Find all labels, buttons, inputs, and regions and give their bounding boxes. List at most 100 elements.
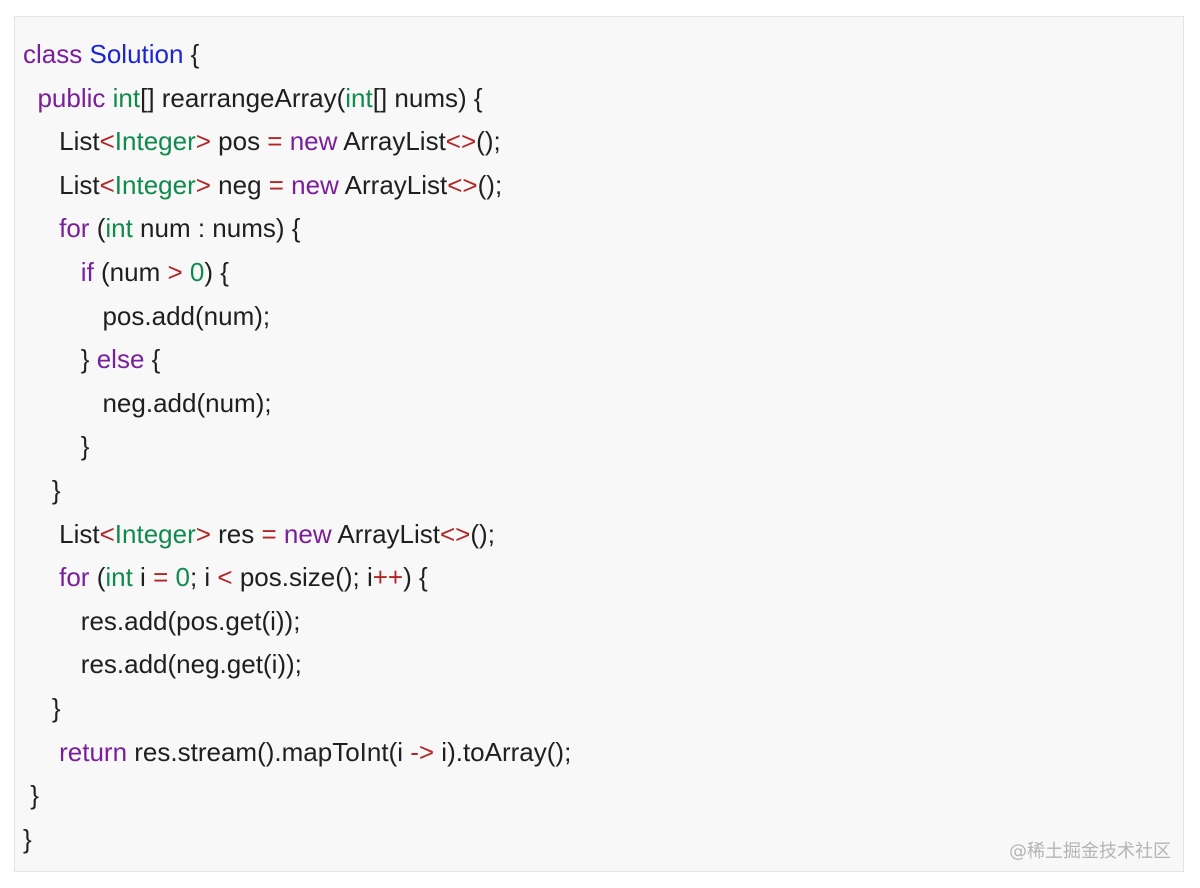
code-token: res.add(pos.get(i)); <box>80 605 301 636</box>
code-token: i).toArray(); <box>434 736 572 767</box>
code-token: neg.add(num); <box>102 387 272 418</box>
code-indent <box>23 649 81 679</box>
code-token: new <box>283 518 332 549</box>
code-token: res <box>210 518 262 549</box>
code-token: { <box>183 39 200 69</box>
code-token: = <box>267 126 283 157</box>
code-token: (); <box>476 126 501 157</box>
code-token: <> <box>440 518 471 549</box>
code-token: > <box>167 257 183 287</box>
code-token: < <box>99 518 115 549</box>
code-token: } <box>80 431 90 462</box>
code-token: i <box>132 562 154 593</box>
code-token: class <box>23 39 83 69</box>
code-line: List<Integer> res = new ArrayList<>(); <box>23 517 495 551</box>
code-token <box>282 126 289 156</box>
code-token: ++ <box>372 562 404 593</box>
code-indent <box>23 693 52 723</box>
code-indent <box>23 344 81 374</box>
code-token: { <box>144 344 161 375</box>
code-token: ArrayList <box>337 126 446 157</box>
code-token: if <box>80 257 94 287</box>
code-token: } <box>30 780 39 811</box>
code-token: int <box>112 82 141 113</box>
code-line: for (int num : nums) { <box>23 211 300 245</box>
code-token: > <box>195 169 211 200</box>
code-line: List<Integer> pos = new ArrayList<>(); <box>23 124 501 158</box>
code-token: num : nums) { <box>132 213 301 244</box>
code-line: } <box>23 778 39 812</box>
code-token: < <box>99 169 115 200</box>
code-token: = <box>268 169 284 200</box>
code-token: for <box>59 213 90 244</box>
code-indent <box>23 519 59 549</box>
code-token: 0 <box>189 257 205 287</box>
code-indent <box>23 475 52 505</box>
code-indent <box>23 126 59 156</box>
code-line: for (int i = 0; i < pos.size(); i++) { <box>23 560 428 594</box>
code-token: } <box>51 693 61 723</box>
code-line: return res.stream().mapToInt(i -> i).toA… <box>23 735 571 769</box>
code-token: List <box>59 126 100 157</box>
code-indent <box>23 562 59 592</box>
code-token <box>183 257 190 287</box>
code-token: } <box>51 475 61 505</box>
code-line: res.add(neg.get(i)); <box>23 647 302 681</box>
code-token: pos.add(num); <box>102 300 271 331</box>
code-token: int <box>105 562 133 593</box>
code-token: > <box>195 126 211 157</box>
code-token: new <box>291 169 339 200</box>
code-indent <box>23 431 81 461</box>
code-line: if (num > 0) { <box>23 255 229 289</box>
code-token: ) { <box>204 257 229 287</box>
code-token: ( <box>89 213 106 244</box>
code-token: ( <box>89 562 106 593</box>
code-token: 0 <box>175 562 190 593</box>
code-token: Solution <box>89 39 184 69</box>
code-token: [] nums) { <box>372 82 483 113</box>
code-token: <> <box>445 126 477 157</box>
code-token: = <box>261 518 277 549</box>
code-token <box>277 519 284 549</box>
code-line: } <box>23 473 61 507</box>
code-token: > <box>195 518 211 549</box>
code-token: return <box>59 736 128 767</box>
code-token: for <box>59 562 90 593</box>
code-token: List <box>59 169 100 200</box>
code-indent <box>23 83 37 113</box>
code-token: Integer <box>114 518 196 549</box>
code-token: Integer <box>114 126 196 157</box>
code-line: } <box>23 822 32 856</box>
code-token: } <box>23 823 32 854</box>
code-line: public int[] rearrangeArray(int[] nums) … <box>23 81 483 115</box>
code-line: pos.add(num); <box>23 299 270 333</box>
code-token: pos <box>210 126 268 157</box>
code-token: = <box>153 562 169 593</box>
code-line: } else { <box>23 342 161 376</box>
code-token: -> <box>410 736 435 767</box>
code-token: public <box>37 82 106 113</box>
code-token: int <box>105 213 133 244</box>
code-indent <box>23 213 59 243</box>
code-token: ArrayList <box>331 518 440 549</box>
code-indent <box>23 257 81 287</box>
code-indent <box>23 301 102 331</box>
code-token: < <box>99 126 115 157</box>
code-token: else <box>96 344 145 375</box>
code-token: neg <box>210 169 269 200</box>
code-token: ArrayList <box>338 169 448 200</box>
code-token: < <box>217 562 233 593</box>
code-token: List <box>59 518 100 549</box>
code-token <box>105 83 112 113</box>
code-token: } <box>80 344 97 375</box>
code-indent <box>23 170 59 200</box>
code-line: } <box>23 691 61 725</box>
code-token: [] rearrangeArray( <box>140 82 346 113</box>
code-token: ) { <box>403 562 428 593</box>
code-token: Integer <box>114 169 196 200</box>
watermark: @稀土掘金技术社区 <box>1009 841 1171 862</box>
code-line: neg.add(num); <box>23 386 272 420</box>
code-line: List<Integer> neg = new ArrayList<>(); <box>23 168 502 202</box>
code-token: (); <box>470 518 495 549</box>
code-line: } <box>23 429 90 463</box>
